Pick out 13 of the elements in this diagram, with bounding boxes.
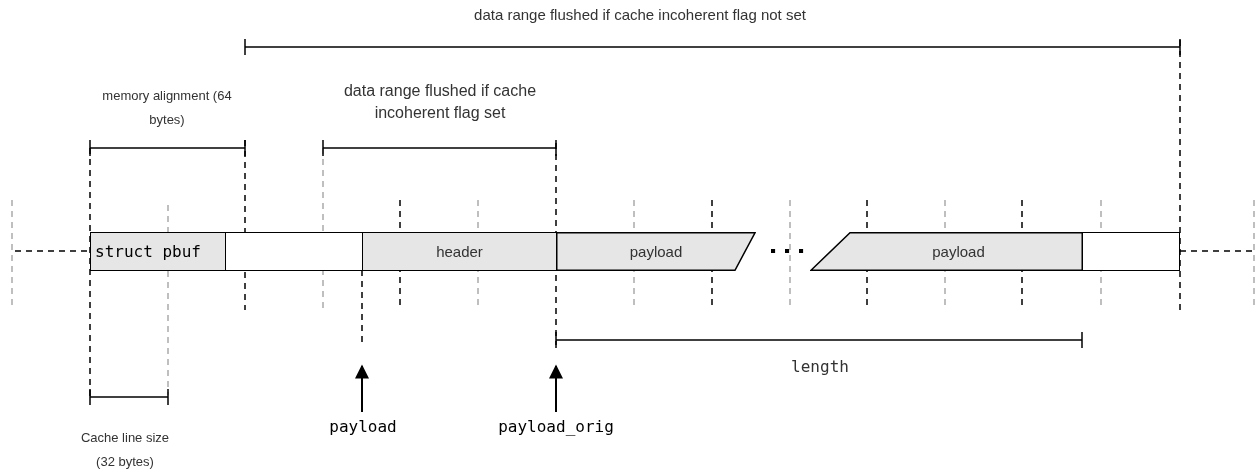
dimension-label: memory alignment (64 bytes) [102, 87, 232, 129]
dimension-label: length [790, 356, 850, 378]
dimension-label: data range flushed if cache incoherent flag not set [473, 5, 807, 25]
memory-segment: struct pbuf [90, 232, 226, 271]
arrow [549, 364, 563, 413]
arrow [355, 364, 369, 413]
memory-segment: payload [810, 232, 1083, 271]
dimension-label: data range flushed if cache incoherent flag set [342, 81, 538, 123]
memory-segment: payload [556, 232, 756, 271]
pointer-label: payload_orig [478, 412, 634, 440]
memory-segment: header [362, 232, 557, 271]
dimension-label: Cache line size (32 bytes) [79, 429, 171, 471]
pointer-label: payload [318, 412, 408, 440]
